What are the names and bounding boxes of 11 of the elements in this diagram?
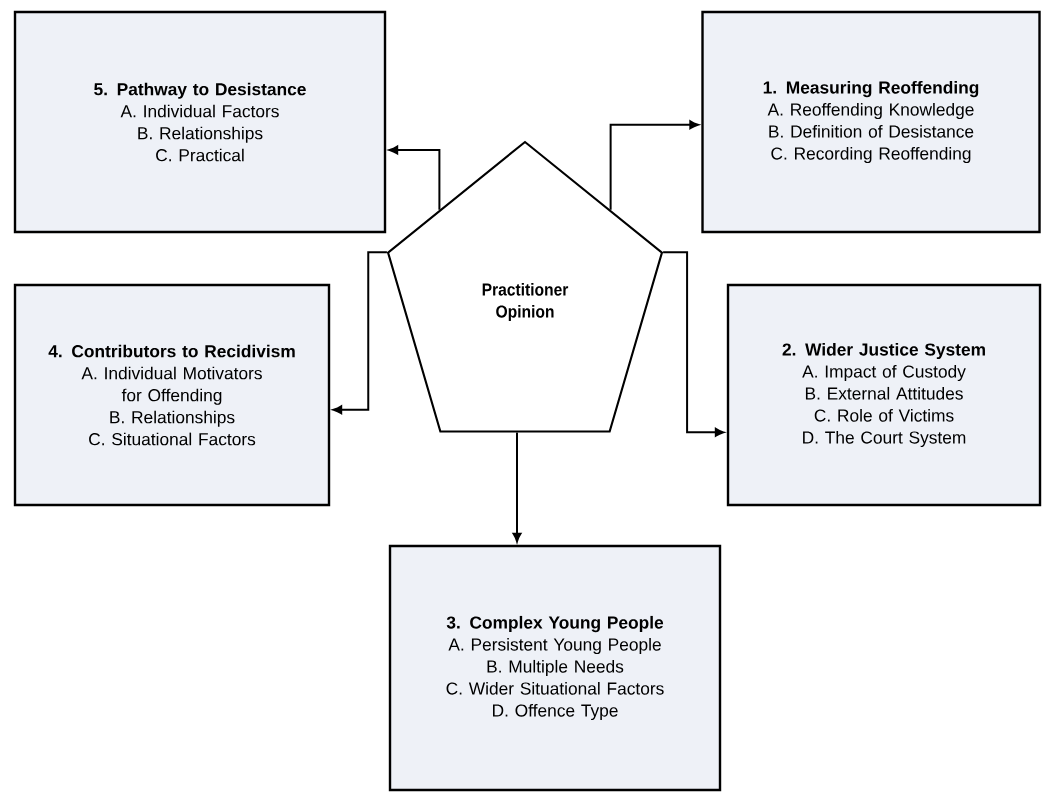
- topic-box: 4. Contributors to Recidivism A. Individual Motivators for Offending B. Relationships C. Situational Factors: [13, 283, 331, 507]
- pentagon: Practitioner Opinion: [386, 140, 664, 433]
- arrow: [332, 251, 388, 415]
- arrow: [662, 251, 725, 437]
- arrow: [609, 120, 699, 211]
- topic-box: 3. Complex Young People A. Persistent Young People B. Multiple Needs C. Wider Situational Factors D. Offence Type: [388, 544, 722, 792]
- topic-box: 1. Measuring Reoffending A. Reoffending Knowledge B. Definition of Desistance C. Recording Reoffending: [701, 10, 1041, 234]
- topic-box: 2. Wider Justice System A. Impact of Custody B. External Attitudes C. Role of Victims D. The Court System: [726, 283, 1042, 507]
- arrow: [512, 431, 522, 543]
- arrow: [388, 145, 441, 211]
- topic-box: 5. Pathway to Desistance A. Individual Factors B. Relationships C. Practical: [13, 10, 387, 234]
